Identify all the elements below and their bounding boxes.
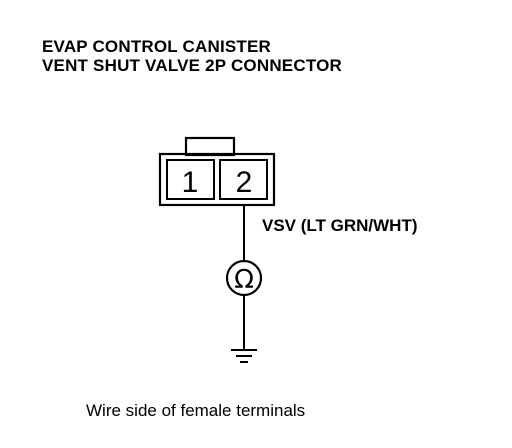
ohm-symbol: Ω bbox=[234, 265, 254, 295]
ground-icon bbox=[231, 349, 257, 363]
caption: Wire side of female terminals bbox=[86, 401, 306, 420]
connector-latch bbox=[184, 136, 236, 157]
pin-cell-2 bbox=[219, 159, 268, 200]
pin-number-1: 1 bbox=[182, 166, 199, 199]
title-line-2: VENT SHUT VALVE 2P CONNECTOR bbox=[42, 56, 342, 75]
diagram-title: EVAP CONTROL CANISTER VENT SHUT VALVE 2P… bbox=[42, 37, 342, 75]
title-line-1: EVAP CONTROL CANISTER bbox=[42, 37, 272, 56]
wire-label: VSV (LT GRN/WHT) bbox=[262, 216, 418, 235]
pin-number-2: 2 bbox=[236, 166, 253, 199]
pin-cell-1 bbox=[166, 159, 215, 200]
connector-body bbox=[158, 152, 276, 207]
